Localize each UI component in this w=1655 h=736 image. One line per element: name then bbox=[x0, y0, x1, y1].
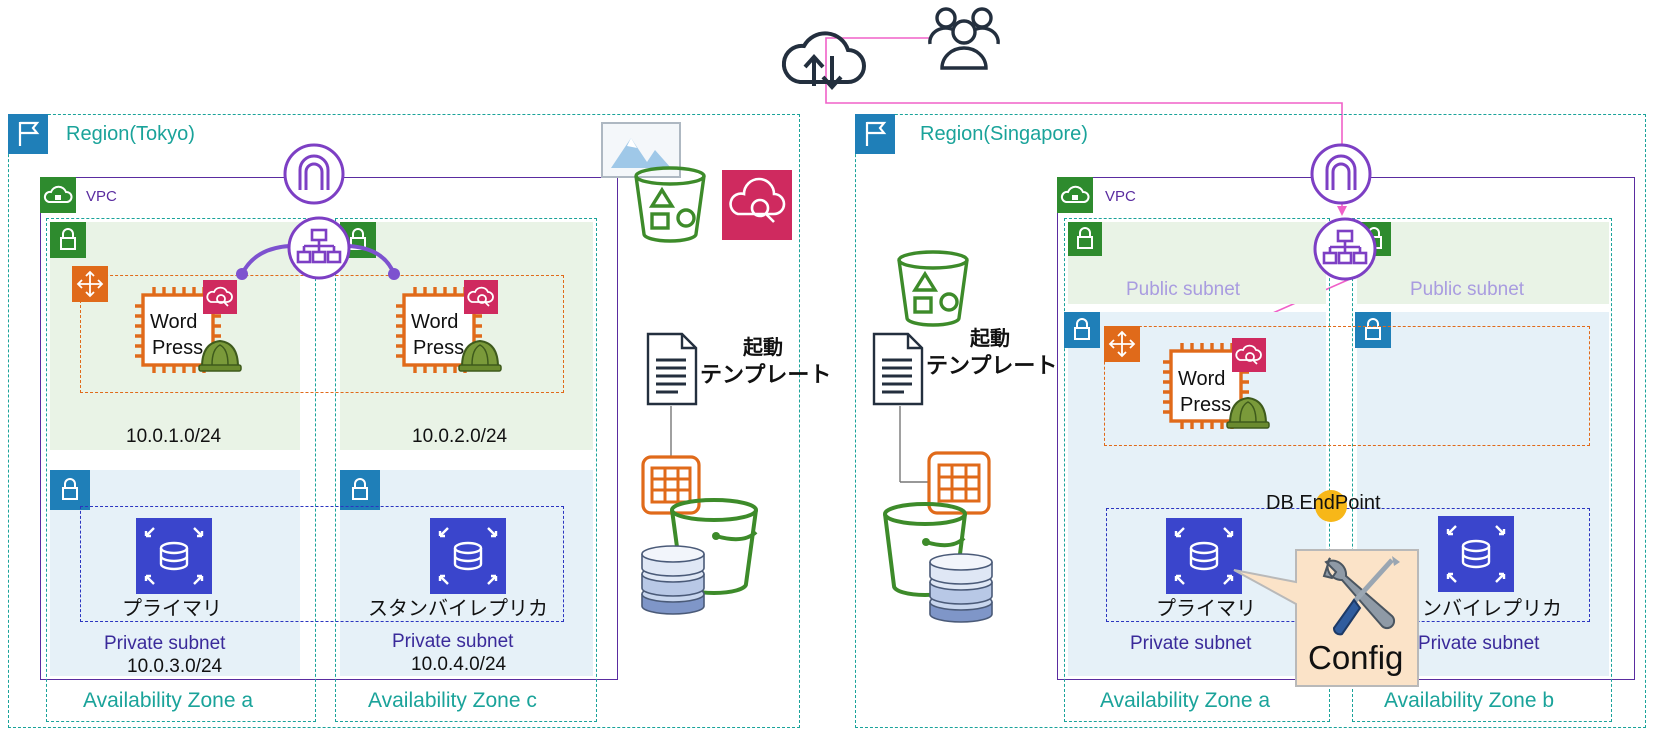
vpc-tokyo-label: VPC bbox=[86, 188, 117, 205]
region-tokyo-label: Region(Tokyo) bbox=[66, 123, 195, 145]
public-subnet-label: Public subnet bbox=[1126, 279, 1241, 300]
s3-bucket-icon bbox=[630, 164, 710, 244]
region-tokyo bbox=[8, 114, 800, 728]
vpc-cloud-icon bbox=[1057, 177, 1093, 213]
launch-template-label-line2: テンプレート bbox=[926, 353, 1058, 378]
config-label: Config bbox=[1308, 639, 1404, 676]
db-endpoint-label: DB EndPoint bbox=[1266, 492, 1381, 514]
vpc-singapore-label: VPC bbox=[1105, 188, 1136, 205]
region-flag-icon bbox=[8, 114, 48, 154]
cidr-tokyo-2: 10.0.2.0/24 bbox=[412, 426, 508, 447]
private-subnet-label: Private subnet bbox=[1418, 633, 1540, 654]
public-lock-icon bbox=[50, 222, 86, 258]
auto-scaling-icon bbox=[72, 266, 108, 302]
ec2-instance-icon bbox=[134, 286, 222, 374]
users-icon bbox=[928, 4, 1000, 70]
region-singapore-label: Region(Singapore) bbox=[920, 123, 1088, 145]
rds-database-icon bbox=[430, 518, 506, 594]
internet-cloud-icon bbox=[778, 30, 868, 90]
private-lock-icon bbox=[50, 470, 90, 510]
ec2-label-line2: Press bbox=[413, 337, 465, 359]
inspector-icon bbox=[1232, 338, 1266, 372]
db-standby-label: ンバイレプリカ bbox=[1422, 598, 1562, 620]
ec2-instance-icon bbox=[1162, 342, 1250, 430]
vpc-cloud-icon bbox=[40, 177, 76, 213]
ec2-label-line2: Press bbox=[1180, 394, 1232, 416]
launch-template-label-line1: 起動 bbox=[970, 328, 1010, 350]
internet-gateway-icon bbox=[1309, 142, 1373, 206]
ec2-label-line1: Word bbox=[1178, 368, 1226, 390]
az-label: Availability Zone c bbox=[368, 689, 537, 712]
public-subnet-singapore-a bbox=[1068, 222, 1326, 304]
hardhat-icon bbox=[458, 337, 502, 373]
db-standby-label: スタンバイレプリカ bbox=[368, 598, 548, 620]
launch-template-label-line2: テンプレート bbox=[700, 362, 832, 387]
ec2-label-line2: Press bbox=[152, 337, 204, 359]
public-lock-icon bbox=[1068, 222, 1102, 256]
db-endpoint-dot-icon bbox=[1314, 489, 1348, 523]
region-flag-icon bbox=[855, 114, 895, 154]
az-label: Availability Zone b bbox=[1384, 689, 1555, 712]
ec2-label-line1: Word bbox=[150, 311, 198, 333]
load-balancer-icon bbox=[286, 215, 352, 281]
hardhat-icon bbox=[1226, 394, 1270, 430]
cidr-tokyo-3: 10.0.3.0/24 bbox=[127, 656, 223, 677]
az-singapore-a bbox=[1064, 218, 1330, 722]
az-label: Availability Zone a bbox=[83, 689, 254, 712]
rds-database-icon bbox=[136, 518, 212, 594]
public-subnet-label: Public subnet bbox=[1410, 279, 1525, 300]
public-subnet-singapore-b bbox=[1357, 222, 1609, 304]
launch-template-label-line1: 起動 bbox=[743, 337, 783, 359]
rds-database-icon bbox=[1166, 518, 1242, 594]
az-tokyo-a bbox=[46, 218, 316, 722]
cidr-tokyo-4: 10.0.4.0/24 bbox=[411, 654, 507, 675]
private-subnet-label: Private subnet bbox=[392, 631, 514, 652]
document-icon bbox=[646, 332, 698, 406]
inspector-icon bbox=[203, 280, 237, 314]
auto-scaling-group-singapore bbox=[1104, 326, 1590, 446]
rds-database-icon bbox=[1438, 516, 1514, 592]
database-stack-icon bbox=[640, 540, 706, 616]
database-stack-icon bbox=[928, 548, 994, 624]
hardhat-icon bbox=[198, 337, 242, 373]
private-lock-icon bbox=[1355, 312, 1391, 348]
auto-scaling-icon bbox=[1104, 326, 1140, 362]
private-lock-icon bbox=[340, 470, 380, 510]
ami-image-icon bbox=[601, 122, 681, 178]
db-subnet-group-tokyo bbox=[80, 506, 564, 622]
private-subnet-label: Private subnet bbox=[1130, 633, 1252, 654]
az-tokyo-c bbox=[335, 218, 597, 722]
az-label: Availability Zone a bbox=[1100, 689, 1271, 712]
internet-gateway-icon bbox=[282, 142, 346, 206]
private-subnet-label: Private subnet bbox=[104, 633, 226, 654]
wrench-screwdriver-icon bbox=[1316, 552, 1406, 640]
region-singapore bbox=[855, 114, 1646, 728]
az-singapore-b bbox=[1352, 218, 1612, 722]
cidr-tokyo-1: 10.0.1.0/24 bbox=[126, 426, 222, 447]
private-lock-icon bbox=[1064, 312, 1100, 348]
s3-bucket-icon bbox=[894, 248, 972, 328]
table-grid-icon bbox=[926, 450, 992, 516]
inspector-icon bbox=[722, 170, 792, 240]
document-icon bbox=[872, 332, 924, 406]
db-primary-label: プライマリ bbox=[1156, 598, 1256, 620]
db-primary-label: プライマリ bbox=[122, 598, 222, 620]
ec2-label-line1: Word bbox=[411, 311, 459, 333]
ec2-instance-icon bbox=[395, 286, 483, 374]
inspector-icon bbox=[464, 280, 498, 314]
load-balancer-icon bbox=[1312, 216, 1378, 282]
